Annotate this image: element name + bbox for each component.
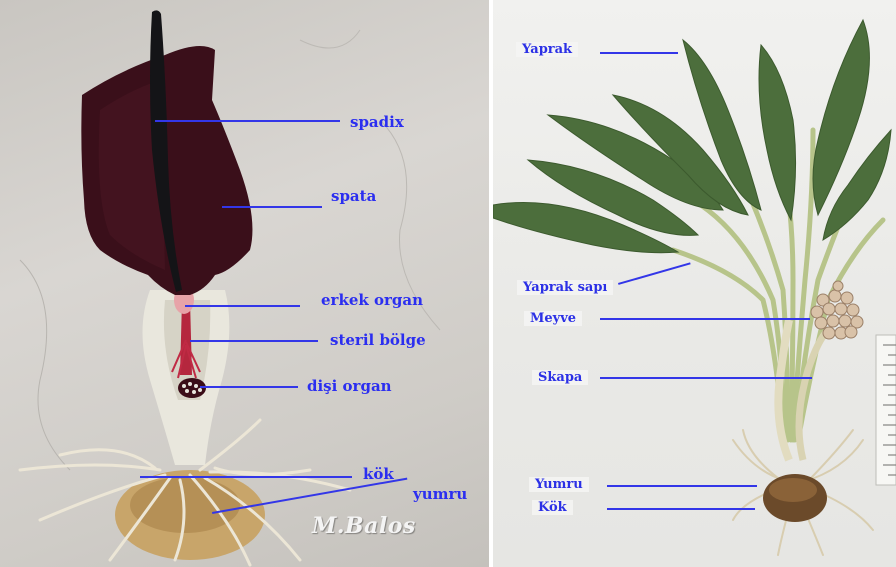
flowering-plant-illustration xyxy=(0,0,489,567)
meyve-pointer-line xyxy=(600,318,810,320)
spata-pointer-line xyxy=(222,206,322,208)
erkek-organ-pointer-line xyxy=(185,305,300,307)
meyve-label: Meyve xyxy=(524,311,582,326)
skapa-pointer-line xyxy=(600,377,812,379)
photographer-signature: M.Balos xyxy=(312,513,416,539)
spadix-pointer-line xyxy=(155,120,340,122)
yaprak-sapi-label: Yaprak sapı xyxy=(517,280,613,295)
kok-label: kök xyxy=(363,465,394,483)
disi-organ-pointer-line xyxy=(200,386,298,388)
spata-label: spata xyxy=(331,187,376,205)
yumru-label: yumru xyxy=(413,485,467,503)
erkek-organ-label: erkek organ xyxy=(321,291,423,309)
steril-bolge-pointer-line xyxy=(190,340,318,342)
kok-pointer-line-right xyxy=(607,508,755,510)
spadix-label: spadix xyxy=(350,113,404,131)
yumru-label-right: Yumru xyxy=(529,477,589,492)
kok-label-right: Kök xyxy=(532,500,573,515)
kok-pointer-line xyxy=(140,476,352,478)
disi-organ-label: dişi organ xyxy=(307,377,392,395)
yaprak-label: Yaprak xyxy=(516,42,578,57)
right-photo-panel: Yaprak Yaprak sapı Meyve Skapa Yumru Kök xyxy=(493,0,896,567)
skapa-label: Skapa xyxy=(532,370,588,385)
left-photo-panel: spadix spata erkek organ steril bölge di… xyxy=(0,0,489,567)
yaprak-pointer-line xyxy=(600,52,678,54)
steril-bolge-label: steril bölge xyxy=(330,331,426,349)
yumru-pointer-line-right xyxy=(607,485,757,487)
